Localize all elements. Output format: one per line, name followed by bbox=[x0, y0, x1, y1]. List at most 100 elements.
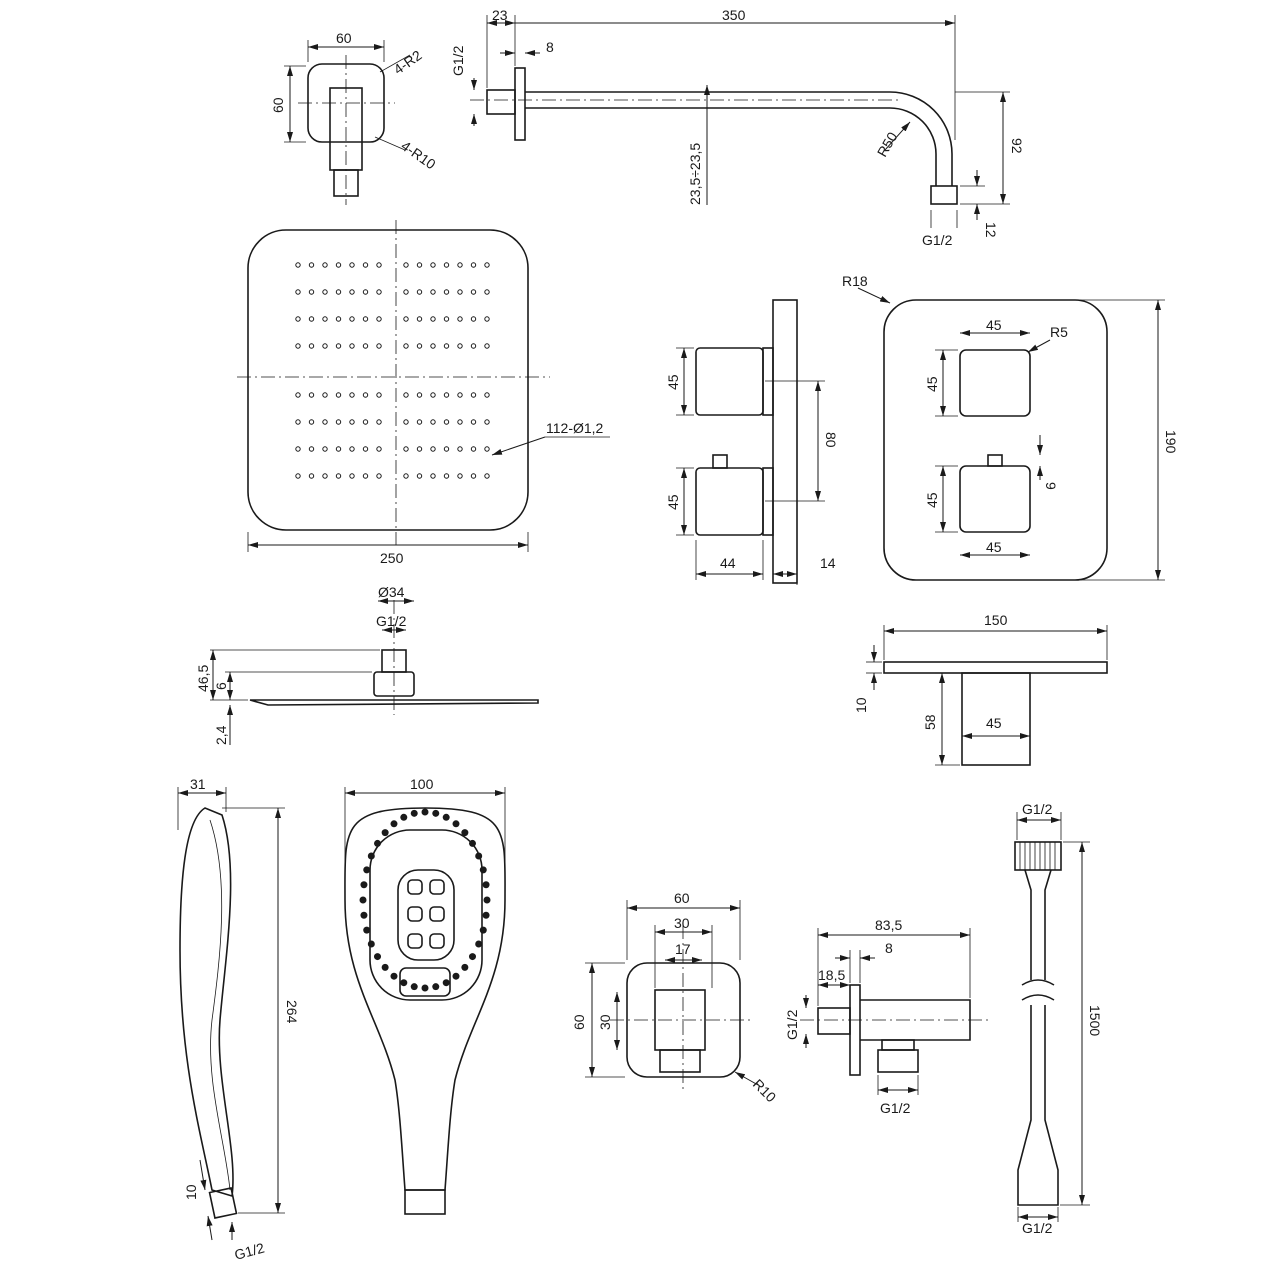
spray-hole bbox=[430, 289, 436, 295]
hand-spray-nozzle bbox=[381, 963, 389, 971]
outlet-h-label: 60 bbox=[571, 1014, 587, 1030]
spray-hole bbox=[470, 419, 477, 425]
hand-spray-nozzle bbox=[359, 896, 367, 904]
spray-hole bbox=[484, 289, 490, 295]
spray-hole bbox=[470, 343, 477, 349]
arm-flange-label: 8 bbox=[546, 39, 554, 55]
spray-hole bbox=[457, 473, 463, 479]
center-nozzle bbox=[407, 879, 423, 895]
spray-hole bbox=[362, 446, 369, 452]
hand-spray-nozzle bbox=[400, 979, 408, 987]
head-plate-h-label: 2,4 bbox=[213, 725, 229, 745]
spray-hole bbox=[484, 419, 490, 425]
arm-thread-label: G1/2 bbox=[450, 45, 466, 76]
hand-spray-nozzle bbox=[482, 881, 490, 889]
hand-spray-nozzle bbox=[483, 896, 491, 904]
spray-hole bbox=[335, 473, 342, 479]
hose-top-thread-label: G1/2 bbox=[1022, 801, 1053, 817]
spray-hole bbox=[416, 262, 423, 268]
spray-hole bbox=[322, 343, 328, 349]
spray-hole bbox=[335, 419, 342, 425]
elbow-height-label: 60 bbox=[270, 97, 286, 113]
spray-hole bbox=[308, 343, 315, 349]
head-conn-dia-label: Ø34 bbox=[378, 584, 405, 600]
spray-hole bbox=[416, 473, 423, 479]
wall-elbow-front bbox=[284, 40, 411, 205]
spray-hole bbox=[349, 419, 355, 425]
spray-hole bbox=[295, 446, 301, 452]
spray-hole bbox=[416, 419, 423, 425]
spray-hole bbox=[295, 289, 301, 295]
spray-hole bbox=[376, 262, 382, 268]
arm-drop-label: 92 bbox=[1009, 138, 1025, 154]
spray-hole bbox=[295, 316, 301, 322]
spray-hole bbox=[403, 419, 409, 425]
shower-hose bbox=[1014, 812, 1090, 1222]
spray-hole bbox=[376, 419, 382, 425]
spray-hole bbox=[457, 446, 463, 452]
thermostat-front bbox=[857, 287, 1165, 581]
hand-spray-nozzle bbox=[410, 983, 418, 991]
spray-hole bbox=[443, 289, 450, 295]
spray-hole bbox=[416, 446, 423, 452]
hand-spray-nozzle bbox=[390, 972, 398, 980]
spray-hole bbox=[484, 473, 490, 479]
spray-hole bbox=[376, 473, 382, 479]
hand-spray-nozzle bbox=[452, 972, 460, 980]
spray-hole bbox=[484, 446, 490, 452]
spray-hole bbox=[430, 262, 436, 268]
thermo-spacing-label: 80 bbox=[823, 432, 839, 448]
spray-hole bbox=[457, 343, 463, 349]
outlet-inner-h-label: 30 bbox=[597, 1014, 613, 1030]
front-height-label: 190 bbox=[1163, 430, 1179, 454]
spray-hole bbox=[322, 446, 328, 452]
front-radius-label: R18 bbox=[842, 273, 868, 289]
elbow-r2-label: 4-R2 bbox=[391, 47, 425, 78]
spray-hole bbox=[308, 262, 315, 268]
hose-length-label: 1500 bbox=[1087, 1005, 1103, 1036]
hand-spray-nozzle bbox=[442, 979, 450, 987]
center-nozzle bbox=[407, 906, 423, 922]
hand-spray-nozzle bbox=[390, 820, 398, 828]
spray-hole bbox=[322, 392, 328, 398]
spray-hole bbox=[484, 262, 490, 268]
shelf bbox=[866, 625, 1108, 766]
shelf-width-label: 150 bbox=[984, 612, 1008, 628]
spray-hole bbox=[322, 289, 328, 295]
front-sq-r-label: R5 bbox=[1050, 324, 1068, 340]
spray-hole bbox=[430, 343, 436, 349]
spray-hole bbox=[430, 446, 436, 452]
spray-hole bbox=[457, 392, 463, 398]
spray-hole bbox=[430, 316, 436, 322]
shelf-thick-label: 10 bbox=[853, 697, 869, 713]
spray-hole bbox=[322, 419, 328, 425]
spray-hole bbox=[376, 392, 382, 398]
arm-offset-label: 23 bbox=[492, 7, 508, 23]
hand-spray-nozzle bbox=[461, 963, 469, 971]
spray-hole bbox=[308, 316, 315, 322]
head-holes-label: 112-Ø1,2 bbox=[546, 420, 604, 436]
hand-spray-nozzle bbox=[374, 839, 382, 847]
hand-spray-nozzle bbox=[360, 911, 368, 919]
outlet-side-flange-label: 8 bbox=[885, 940, 893, 956]
hand-spray-nozzle bbox=[479, 926, 487, 934]
spray-hole bbox=[322, 316, 328, 322]
spray-hole bbox=[335, 392, 342, 398]
outlet-side-thread-label: G1/2 bbox=[784, 1009, 800, 1040]
spray-hole bbox=[470, 473, 477, 479]
spray-hole bbox=[362, 316, 369, 322]
hand-spray-nozzle bbox=[381, 829, 389, 837]
thermo-knob-depth-label: 44 bbox=[720, 555, 736, 571]
hand-spray-nozzle bbox=[452, 820, 460, 828]
spray-hole bbox=[376, 446, 382, 452]
spray-hole bbox=[403, 316, 409, 322]
thermostat-side bbox=[676, 299, 825, 585]
hand-spray-nozzle bbox=[475, 852, 483, 860]
hand-length-label: 264 bbox=[284, 1000, 300, 1024]
center-nozzle bbox=[429, 906, 445, 922]
hand-spray-nozzle bbox=[432, 809, 440, 817]
spray-hole bbox=[335, 316, 342, 322]
spray-hole bbox=[376, 343, 382, 349]
spray-hole bbox=[295, 473, 301, 479]
spray-hole bbox=[416, 392, 423, 398]
